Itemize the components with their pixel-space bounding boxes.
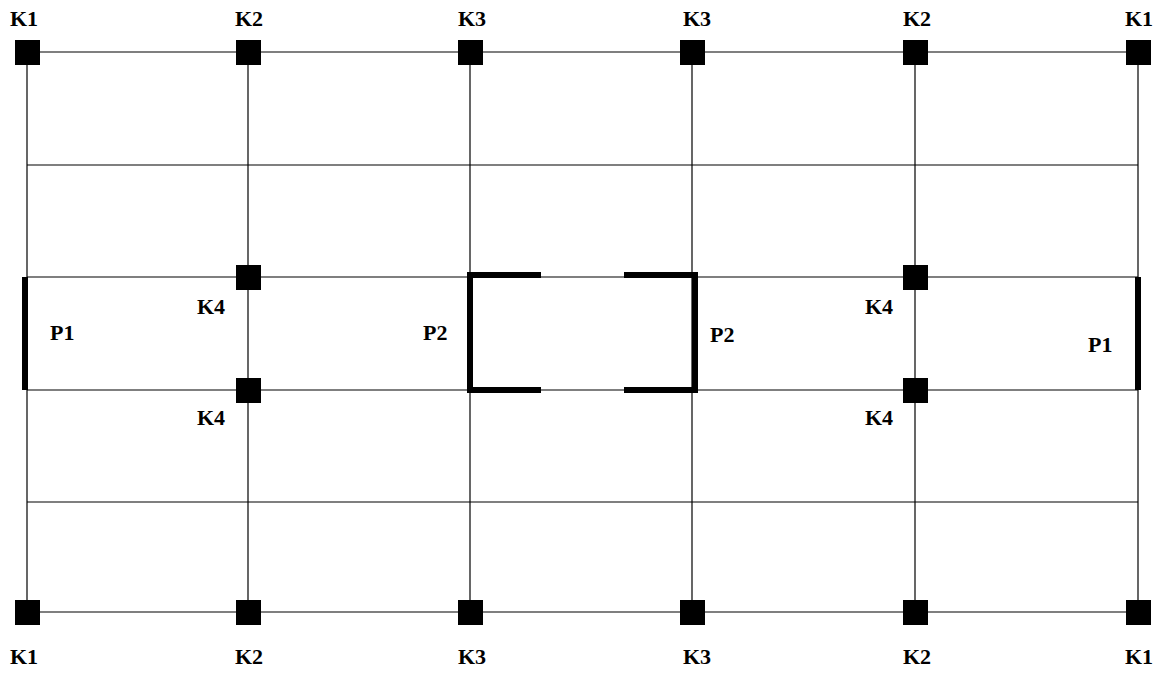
member-label: P2 bbox=[710, 324, 734, 346]
member-label: K3 bbox=[458, 8, 486, 30]
member-label: K1 bbox=[1125, 646, 1153, 668]
member-label: P1 bbox=[50, 322, 74, 344]
member-label: K3 bbox=[458, 646, 486, 668]
member-label: K3 bbox=[683, 8, 711, 30]
grid-lines bbox=[27, 52, 1138, 612]
member-label: K2 bbox=[235, 8, 263, 30]
member-label: K4 bbox=[197, 407, 225, 429]
member-label: K3 bbox=[683, 646, 711, 668]
columns bbox=[15, 40, 1151, 625]
member-label: P2 bbox=[423, 322, 447, 344]
member-label: K4 bbox=[197, 296, 225, 318]
member-label: K1 bbox=[1125, 8, 1153, 30]
shear-walls bbox=[25, 275, 1138, 390]
member-label: K2 bbox=[903, 646, 931, 668]
member-label: K2 bbox=[903, 8, 931, 30]
member-label: K2 bbox=[235, 646, 263, 668]
member-label: K1 bbox=[10, 646, 38, 668]
member-label: K4 bbox=[865, 296, 893, 318]
member-label: P1 bbox=[1088, 334, 1112, 356]
member-label: K4 bbox=[865, 407, 893, 429]
member-label: K1 bbox=[10, 8, 38, 30]
